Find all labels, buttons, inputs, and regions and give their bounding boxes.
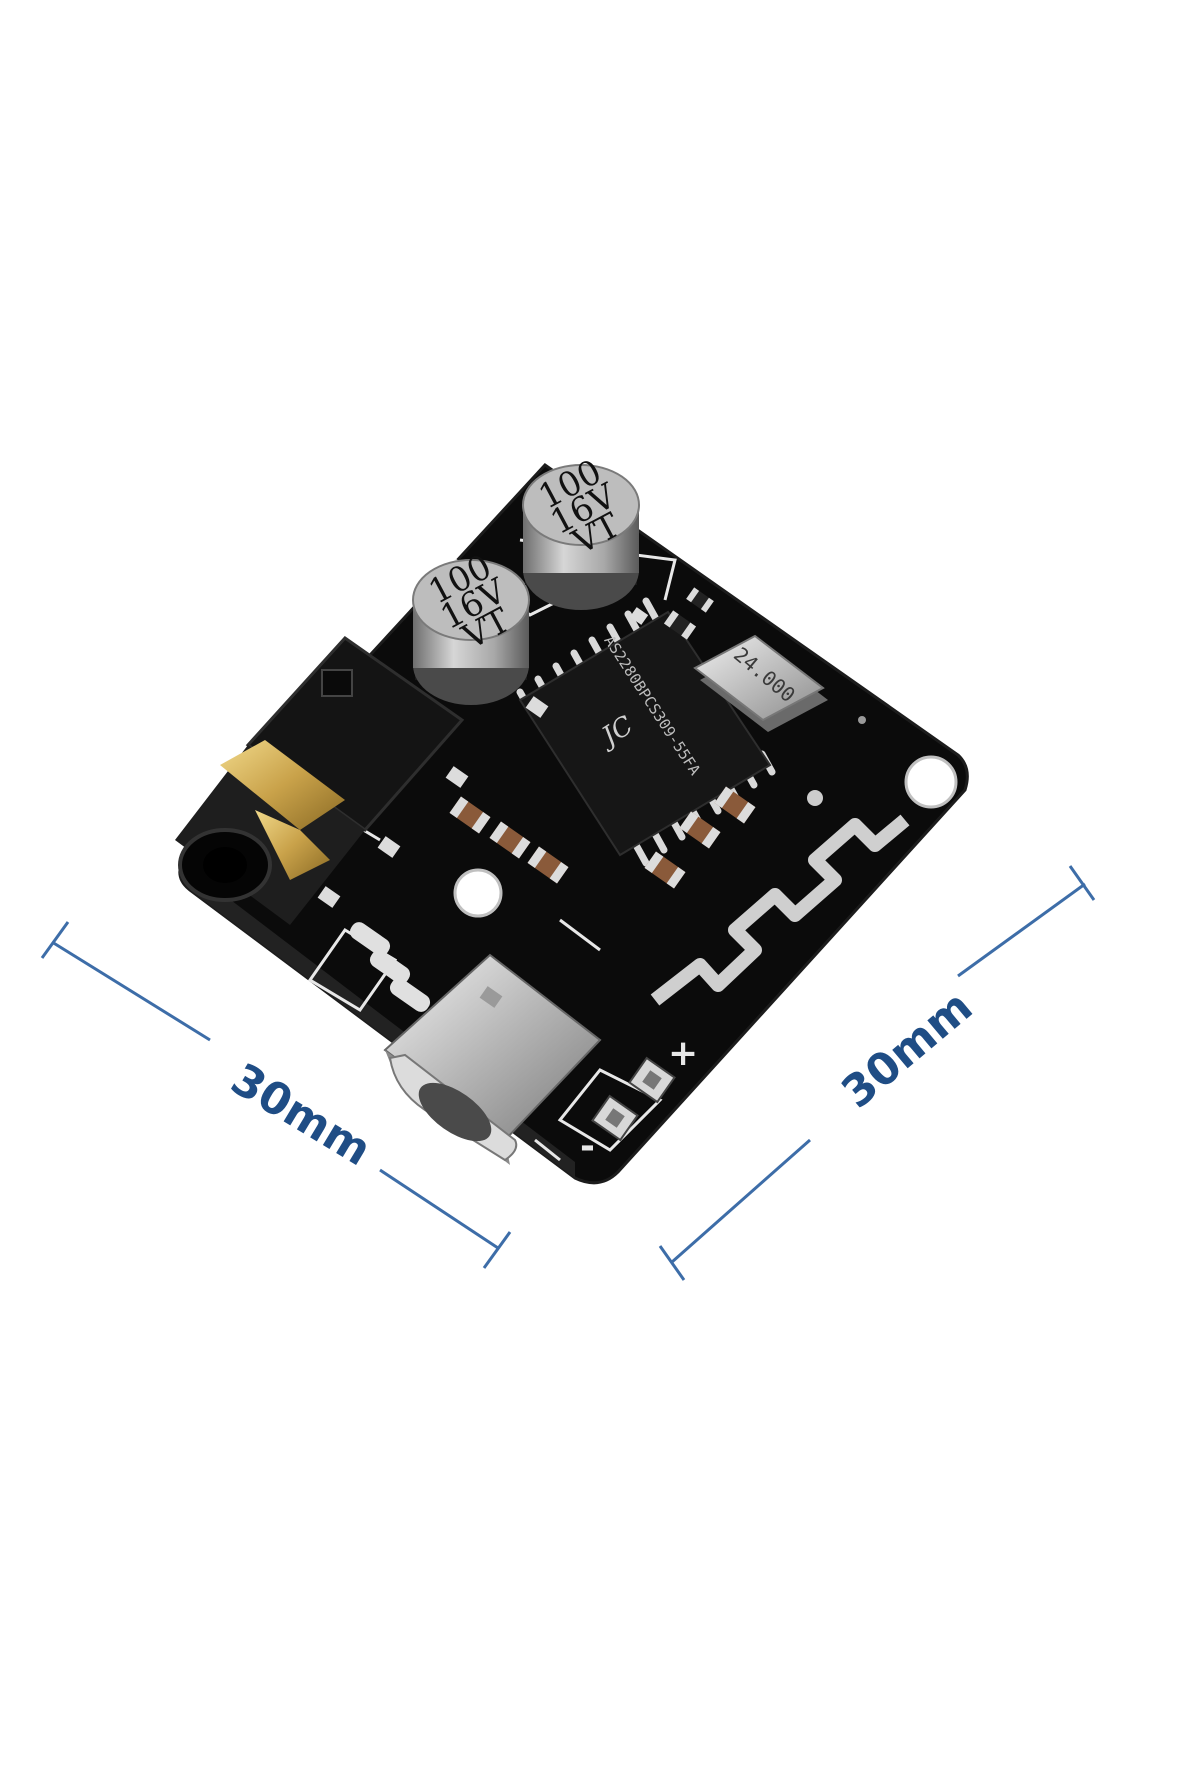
mounting-hole-bottom [453,868,503,918]
dimension-right-label: 30mm [832,981,982,1118]
pcb-antenna-trace [650,814,910,1006]
power-pad-plus: + [628,1033,698,1104]
solder-pads [349,922,431,1012]
minus-label: - [580,1126,595,1167]
audio-jack [175,636,465,925]
via-small [807,716,866,806]
smd-components [317,587,756,908]
usb-c-port [383,953,602,1165]
power-pad-minus: - [580,1094,639,1167]
mounting-hole-right [904,755,958,809]
dimension-left-label: 30mm [222,1054,379,1176]
capacitor-2: 100 16V VT [522,452,640,610]
capacitor-1: 100 16V VT [412,547,530,705]
plus-label: + [668,1033,698,1074]
